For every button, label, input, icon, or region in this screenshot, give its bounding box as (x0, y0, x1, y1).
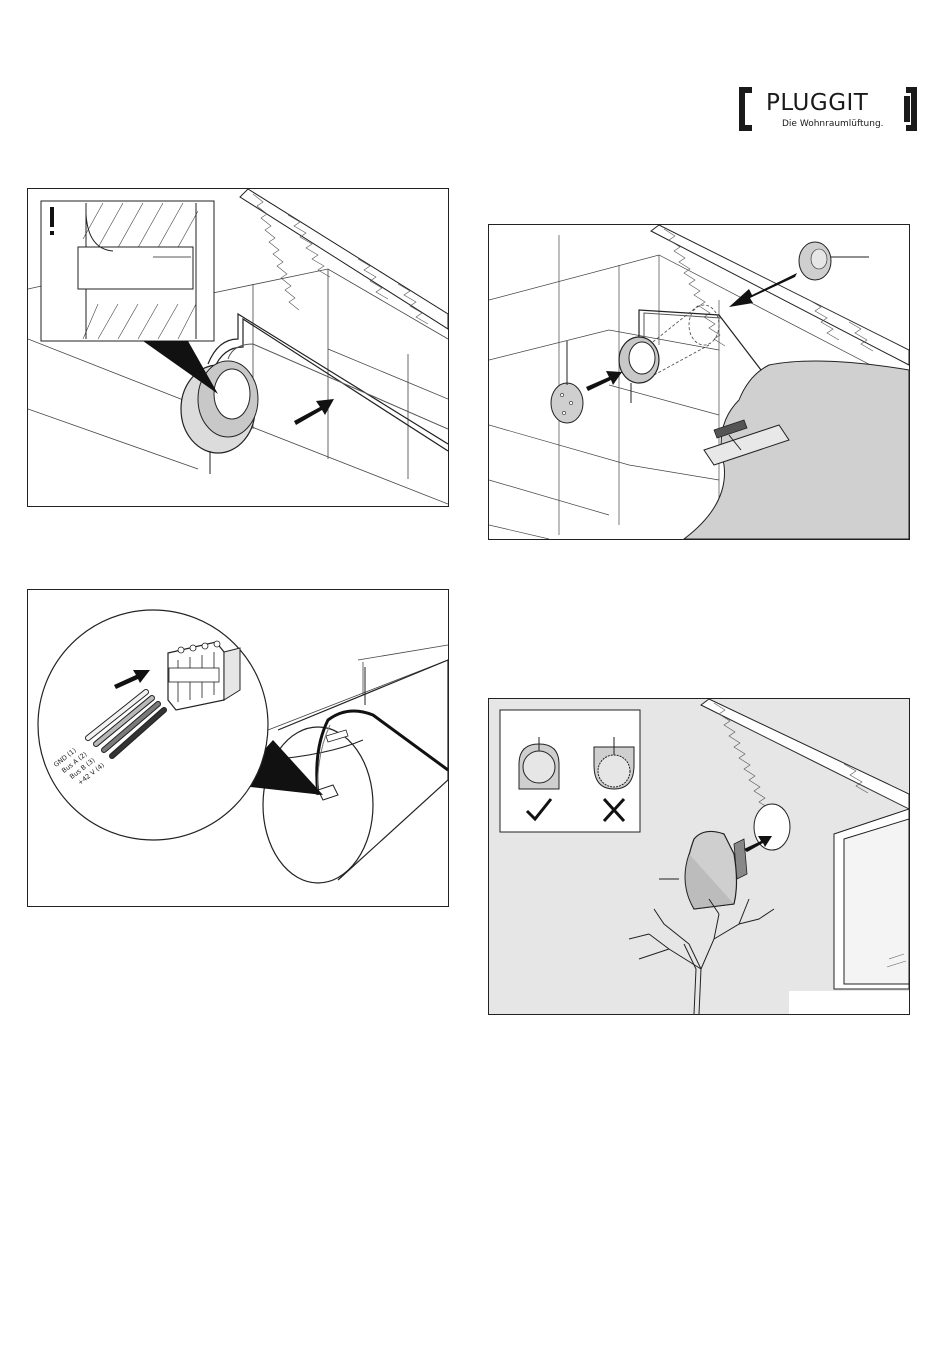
brand-name: PLUGGIT (766, 90, 868, 116)
illustration-cable-cover (27, 188, 449, 507)
cable-cover-drawing (28, 189, 448, 506)
push-arrow-icon (586, 371, 622, 391)
terminal-drawing: GND (1) Bus A (2) Bus B (3) +42 V (4) (28, 590, 448, 906)
brand-tagline: Die Wohnraumlüftung. (782, 119, 884, 129)
illustration-plaster-cover-plate (488, 224, 910, 540)
plaster-drawing (489, 225, 909, 539)
mount-drawing (489, 699, 909, 1014)
illustration-mount-control-unit (488, 698, 910, 1015)
illustration-terminal-connection: GND (1) Bus A (2) Bus B (3) +42 V (4) (27, 589, 449, 907)
